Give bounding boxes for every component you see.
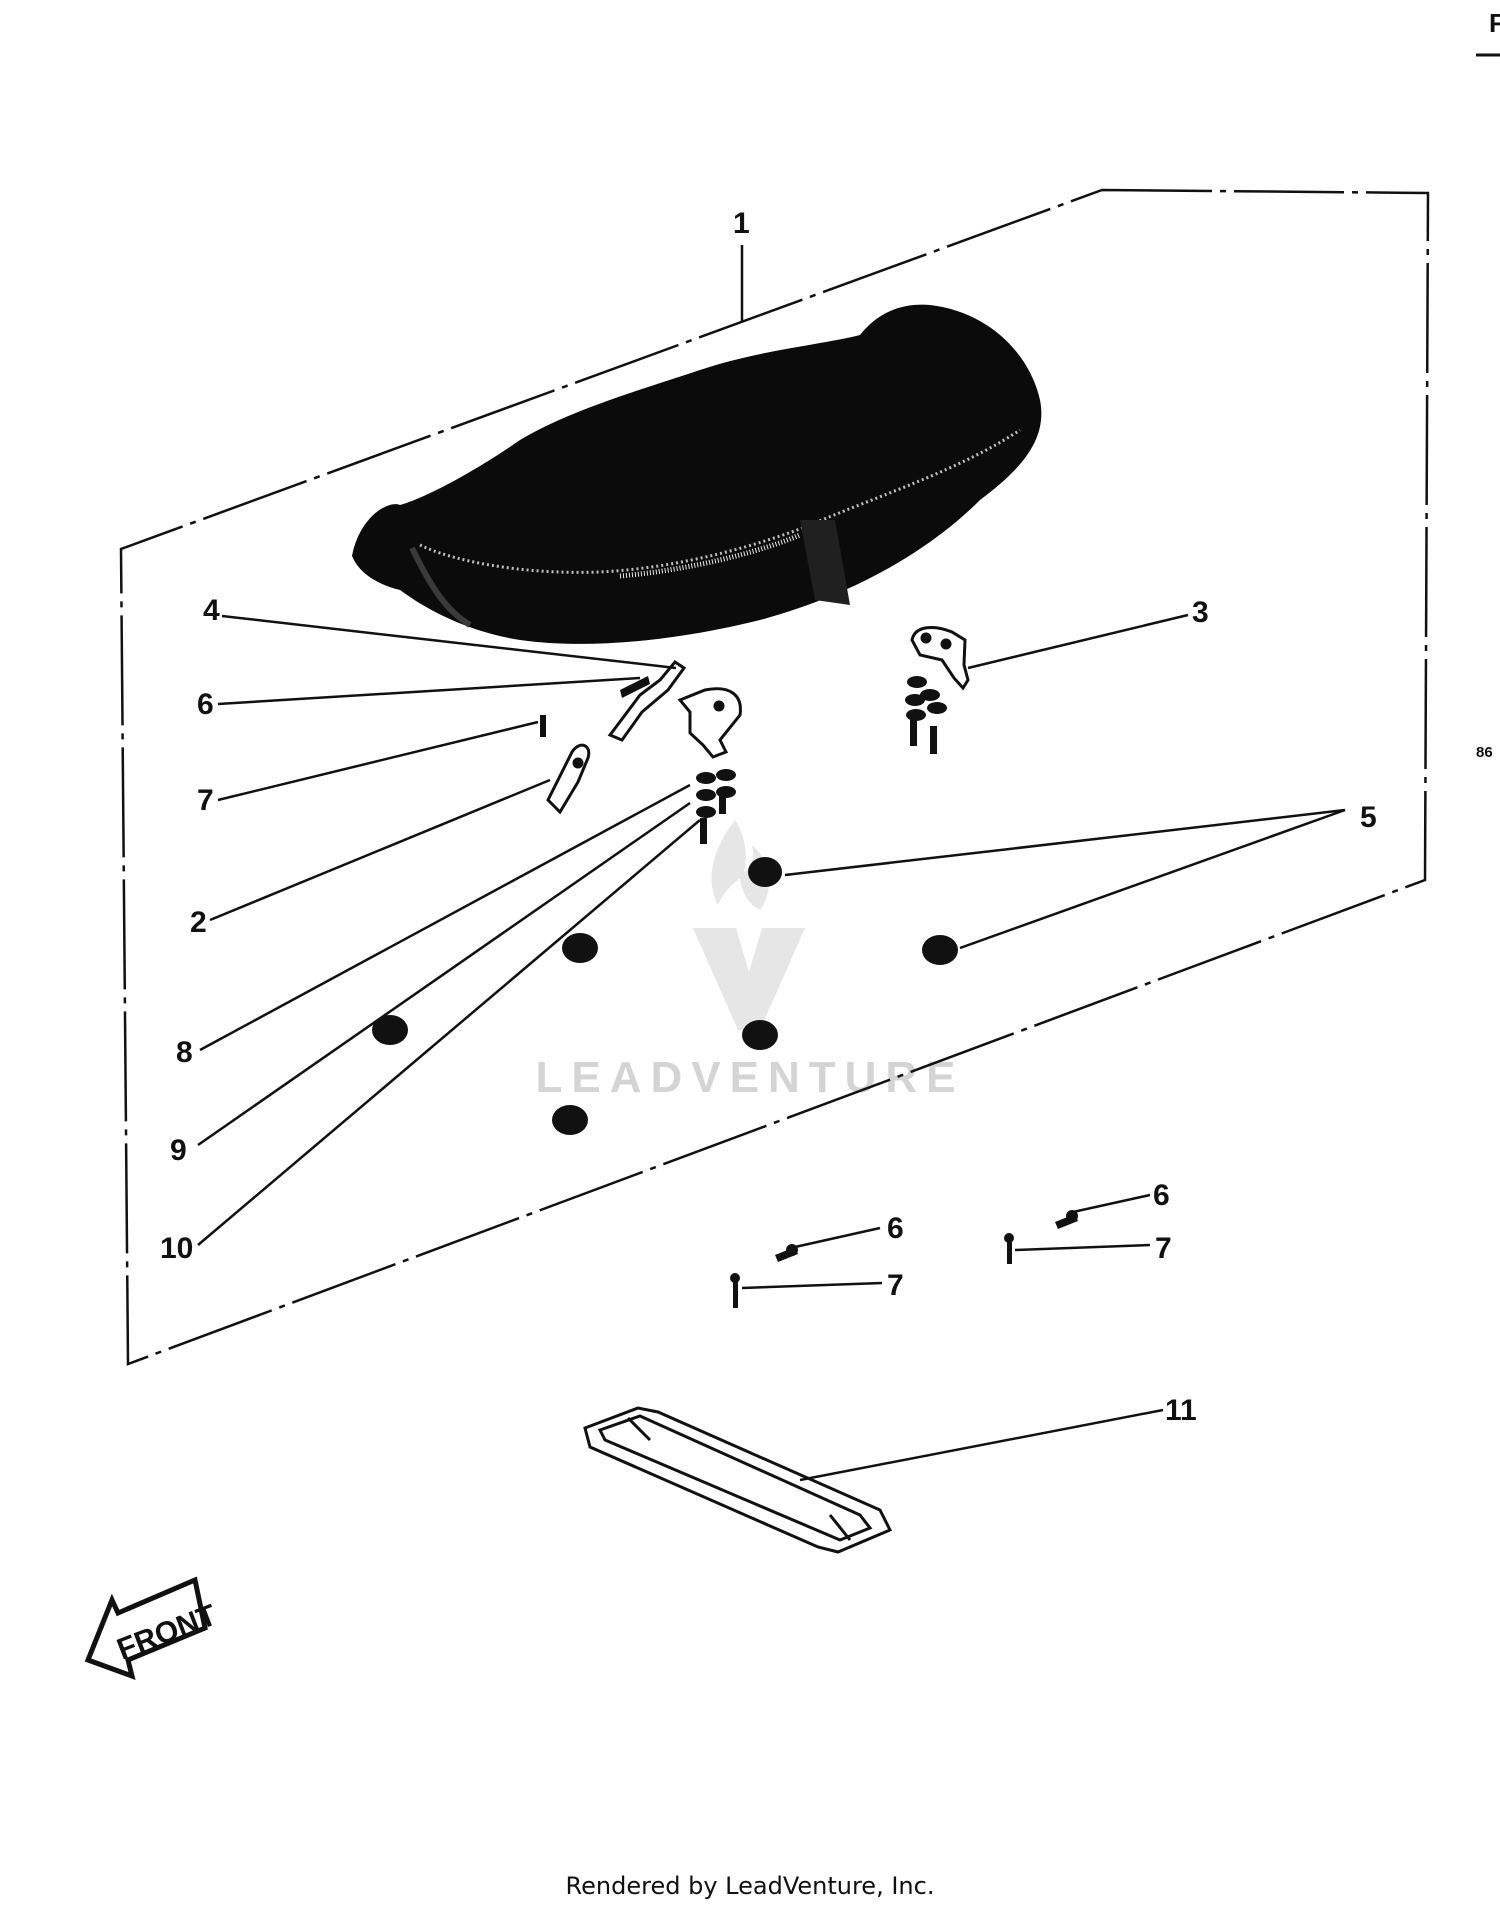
pin-lower-mid bbox=[730, 1273, 740, 1308]
callout-10: 10 bbox=[160, 1232, 193, 1265]
footer-credit: Rendered by LeadVenture, Inc. bbox=[565, 1872, 935, 1900]
watermark-logo bbox=[693, 820, 805, 1030]
seat-strap bbox=[583, 1406, 893, 1554]
hinge-bracket bbox=[677, 687, 742, 759]
washers-bracket-right bbox=[905, 676, 947, 754]
bracket-right bbox=[910, 626, 970, 691]
hinge-plate bbox=[607, 660, 687, 742]
washers-hinge bbox=[696, 769, 736, 844]
callout-7b: 7 bbox=[887, 1269, 904, 1302]
pin-lower-right bbox=[1004, 1233, 1014, 1264]
callout-4: 4 bbox=[203, 594, 220, 627]
seat bbox=[352, 304, 1042, 644]
callout-3: 3 bbox=[1192, 596, 1209, 629]
front-arrow: FRONT bbox=[84, 1576, 221, 1680]
callout-6a: 6 bbox=[197, 688, 214, 721]
callout-6c: 6 bbox=[1153, 1179, 1170, 1212]
callout-8: 8 bbox=[176, 1036, 193, 1069]
damper-group bbox=[372, 857, 958, 1135]
latch-hook bbox=[546, 743, 591, 815]
callout-1: 1 bbox=[733, 207, 750, 240]
callout-5: 5 bbox=[1360, 801, 1377, 834]
watermark: LEADVENTURE bbox=[535, 1053, 965, 1102]
hinge-screw-upper bbox=[620, 676, 650, 698]
callout-7c: 7 bbox=[1155, 1232, 1172, 1265]
bolt-lower-mid bbox=[775, 1244, 798, 1262]
leader-lines bbox=[197, 245, 1346, 1482]
callout-labels: 1 2 3 4 5 6 6 6 7 7 7 8 9 10 11 bbox=[160, 207, 1377, 1427]
callout-7a: 7 bbox=[197, 784, 214, 817]
callout-6b: 6 bbox=[887, 1212, 904, 1245]
callout-2: 2 bbox=[190, 906, 207, 939]
assembly-frame bbox=[119, 188, 1430, 1366]
callout-11: 11 bbox=[1165, 1394, 1197, 1427]
callout-9: 9 bbox=[170, 1134, 187, 1167]
bolt-lower-right bbox=[1055, 1210, 1078, 1229]
side-code: 86 bbox=[1476, 744, 1493, 761]
screw-small bbox=[540, 715, 546, 737]
page-code: F bbox=[1489, 8, 1500, 38]
